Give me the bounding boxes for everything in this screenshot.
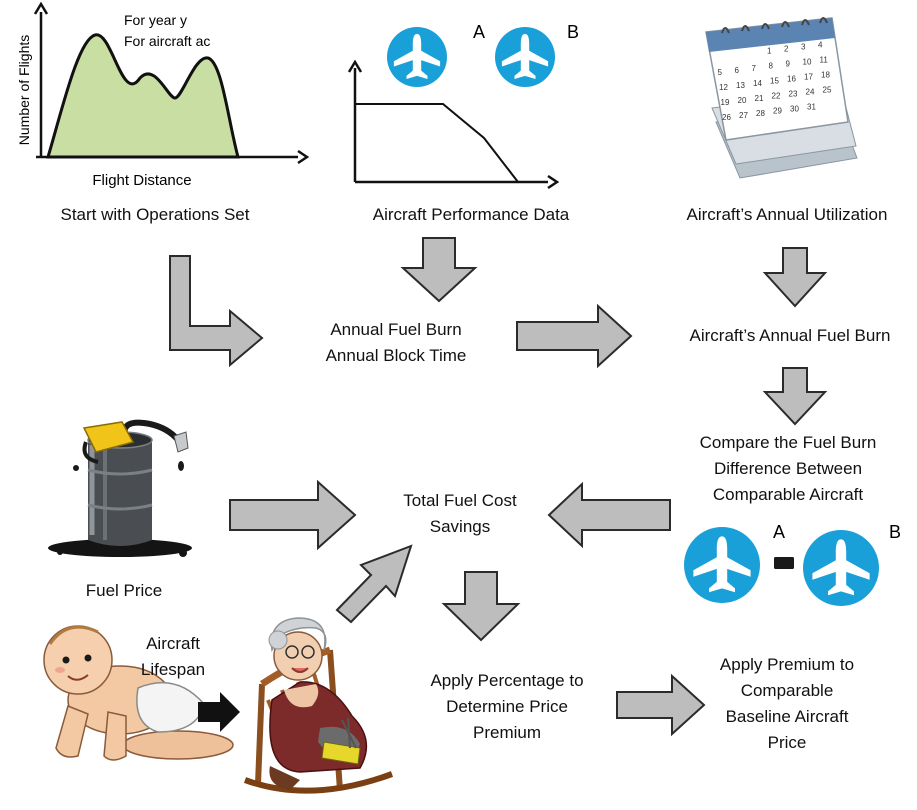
aircraft-label-a-bottom: A [773, 522, 785, 542]
lifespan-arrow [198, 692, 240, 732]
chart-y-axis-label: Number of Flights [16, 35, 32, 145]
calendar-day-number: 19 [721, 98, 730, 107]
calendar-day-number: 3 [801, 43, 806, 52]
calendar-day-number: 4 [818, 40, 823, 49]
calendar-day-number: 26 [722, 113, 731, 122]
label-performance-data: Aircraft Performance Data [373, 205, 570, 224]
label-premium-line3: Baseline Aircraft [726, 707, 849, 726]
performance-x-arrowhead [547, 174, 560, 190]
arrow-lifespan-to-savings [335, 544, 413, 624]
flight-distance-chart: Number of Flights [16, 1, 310, 165]
calendar-day-number: 18 [821, 70, 830, 79]
calendar-day-number: 11 [820, 55, 829, 64]
label-lifespan-line2: Lifespan [141, 660, 205, 679]
chart-note-aircraft: For aircraft ac [124, 33, 210, 49]
arrow-savings-down [441, 571, 521, 642]
baby-illustration [43, 625, 234, 761]
minus-sign [774, 557, 794, 569]
chart-y-axis-arrowhead [33, 1, 49, 15]
arrow-aircraft-burn-down [762, 367, 828, 426]
arrow-fuelburn-to-aircraft-burn [516, 303, 633, 369]
arrow-fuelprice-to-savings [229, 479, 357, 551]
aircraft-label-b-top: B [567, 22, 579, 42]
label-savings-line2: Savings [430, 517, 490, 536]
aircraft-icon-b-top [495, 27, 555, 87]
calendar-day-number: 5 [718, 68, 723, 77]
calendar-day-number: 8 [769, 62, 774, 71]
label-compare-line3: Comparable Aircraft [713, 485, 864, 504]
label-lifespan-line1: Aircraft [146, 634, 200, 653]
label-savings-line1: Total Fuel Cost [403, 491, 517, 510]
calendar-day-number: 24 [806, 88, 815, 97]
calendar-day-number: 13 [736, 81, 745, 90]
calendar-day-number: 16 [787, 75, 796, 84]
arrow-operations-to-fuelburn [169, 255, 264, 368]
calendar-day-number: 6 [735, 66, 740, 75]
label-annual-utilization: Aircraft’s Annual Utilization [687, 205, 888, 224]
calendar-day-number: 30 [790, 105, 799, 114]
calendar-day-number: 12 [719, 83, 728, 92]
arrow-percentage-to-premium [616, 673, 706, 737]
aircraft-label-a-top: A [473, 22, 485, 42]
payload-range-curve [355, 103, 519, 183]
distribution-area [45, 33, 240, 159]
calendar-day-number: 9 [786, 60, 791, 69]
calendar-day-number: 21 [755, 94, 764, 103]
aircraft-icon-a-bottom [684, 527, 760, 603]
calendar-day-number: 17 [804, 73, 813, 82]
performance-y-arrowhead [347, 59, 363, 73]
calendar-day-number: 1 [767, 47, 772, 56]
calendar-day-number: 29 [773, 107, 782, 116]
arrow-compare-to-savings [547, 481, 671, 549]
label-percentage-line1: Apply Percentage to [430, 671, 583, 690]
calendar-day-number: 22 [772, 92, 781, 101]
calendar-day-number: 25 [823, 85, 832, 94]
label-aircraft-annual-fuel-burn: Aircraft’s Annual Fuel Burn [690, 326, 891, 345]
label-compare-line2: Difference Between [714, 459, 862, 478]
calendar-day-number: 20 [738, 96, 747, 105]
label-premium-line2: Comparable [741, 681, 834, 700]
fuel-barrel-illustration [48, 419, 192, 557]
label-percentage-line2: Determine Price [446, 697, 568, 716]
chart-x-axis-arrowhead [297, 149, 310, 165]
chart-x-axis-label: Flight Distance [92, 172, 191, 189]
calendar-day-number: 31 [807, 103, 816, 112]
grandma-illustration [243, 617, 394, 794]
arrow-utilization-down [762, 247, 828, 308]
calendar-day-number: 15 [770, 77, 779, 86]
label-operations-set: Start with Operations Set [61, 205, 250, 224]
chart-note-year: For year y [124, 12, 187, 28]
aircraft-icon-a-top [387, 27, 447, 87]
calendar-day-number: 28 [756, 109, 765, 118]
label-percentage-line3: Premium [473, 723, 541, 742]
label-annual-fuel-burn: Annual Fuel Burn [330, 320, 461, 339]
label-premium-line1: Apply Premium to [720, 655, 854, 674]
arrow-performance-down [400, 237, 478, 303]
calendar-day-number: 27 [739, 111, 748, 120]
calendar-day-number: 23 [789, 90, 798, 99]
label-premium-line4: Price [768, 733, 807, 752]
label-fuel-price: Fuel Price [86, 581, 163, 600]
label-annual-block-time: Annual Block Time [326, 346, 467, 365]
calendar-day-number: 7 [752, 64, 757, 73]
calendar-day-number: 10 [803, 58, 812, 67]
aircraft-icon-b-bottom [803, 530, 879, 606]
aircraft-label-b-bottom: B [889, 522, 901, 542]
label-compare-line1: Compare the Fuel Burn [700, 433, 877, 452]
calendar-day-number: 14 [753, 79, 762, 88]
calendar-day-number: 2 [784, 45, 789, 54]
performance-chart [347, 59, 560, 190]
